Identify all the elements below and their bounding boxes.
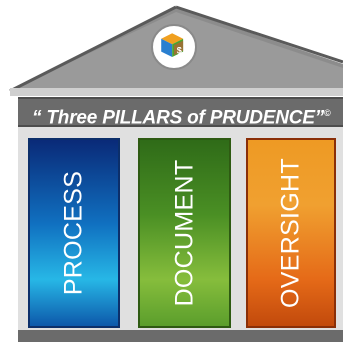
title-text: “ Three PILLARS of PRUDENCE”©: [32, 101, 331, 130]
pillar-oversight: OVERSIGHT: [246, 138, 336, 328]
copyright-mark: ©: [324, 108, 331, 118]
logo-dollar: $: [177, 45, 182, 55]
pillar-process: PROCESS: [28, 138, 120, 328]
logo-cube-icon: $: [161, 33, 184, 58]
base: [18, 330, 343, 342]
pillar-document: DOCUMENT: [138, 138, 231, 328]
pillar-oversight-label: OVERSIGHT: [276, 158, 305, 308]
pillar-process-label: PROCESS: [59, 170, 88, 296]
title-bar: “ Three PILLARS of PRUDENCE”©: [18, 97, 343, 130]
pillar-document-label: DOCUMENT: [170, 159, 198, 307]
logo: $: [151, 24, 197, 70]
title: “ Three PILLARS of PRUDENCE”: [32, 107, 325, 129]
